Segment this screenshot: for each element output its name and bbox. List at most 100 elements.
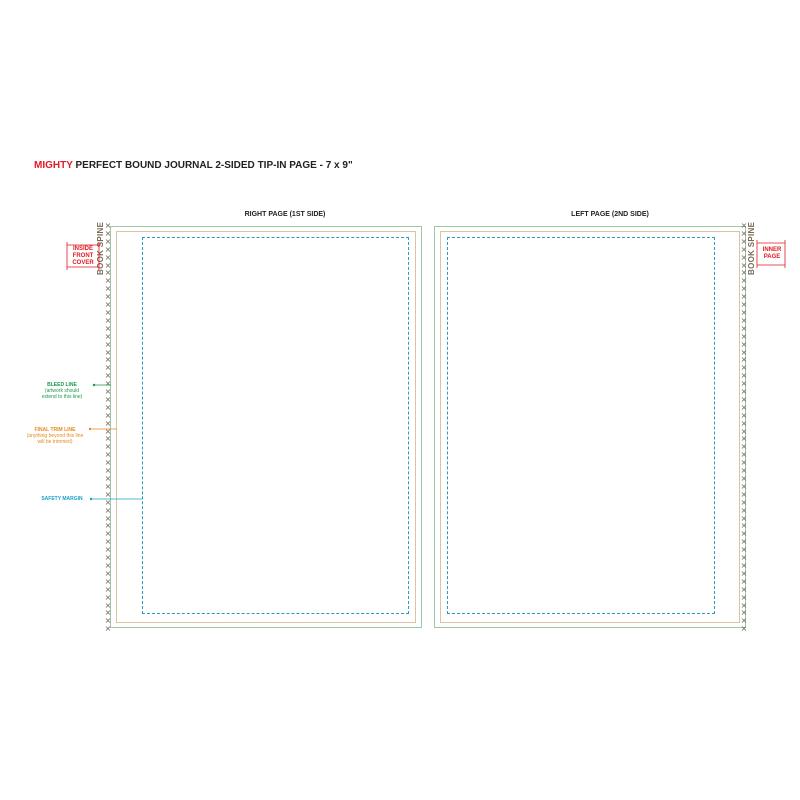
spine-marker: × <box>740 292 748 302</box>
spine-marker: × <box>740 434 748 444</box>
spine-marker: × <box>740 481 748 491</box>
spine-marker: × <box>740 221 748 230</box>
spine-marker: × <box>740 600 748 610</box>
spine-marker: × <box>740 616 748 626</box>
bleed-line-pointer <box>92 383 111 387</box>
spine-marker: × <box>104 553 112 563</box>
spine-marker: × <box>104 458 112 468</box>
spine-marker: × <box>104 260 112 270</box>
spine-marker: × <box>104 426 112 436</box>
spine-marker: × <box>104 394 112 404</box>
spine-marker: × <box>740 624 748 634</box>
spine-marker: × <box>740 260 748 270</box>
spine-marker: × <box>104 323 112 333</box>
spine-marker: × <box>740 394 748 404</box>
spine-marker: × <box>104 292 112 302</box>
spine-marker: × <box>104 371 112 381</box>
spine-marker: × <box>740 545 748 555</box>
spine-marker: × <box>740 592 748 602</box>
bleed-line-note: extend to this line) <box>41 394 83 400</box>
spine-marker: × <box>740 387 748 397</box>
spine-marker: × <box>740 537 748 547</box>
spine-marker: × <box>740 339 748 349</box>
spine-marker: × <box>104 584 112 594</box>
spine-marker: × <box>104 379 112 389</box>
spine-marker: × <box>104 315 112 325</box>
spine-marker: × <box>740 474 748 483</box>
spine-marker: × <box>104 466 112 476</box>
spine-marker: × <box>740 458 748 468</box>
spine-marker: × <box>740 584 748 594</box>
bleed-line-note: (artwork should <box>44 388 80 394</box>
spine-marker: × <box>740 426 748 436</box>
left-page-bleed-line <box>434 226 746 628</box>
spine-marker: × <box>104 387 112 397</box>
spine-marker: × <box>104 505 112 515</box>
spine-marker: × <box>740 268 748 278</box>
title-product: PERFECT BOUND JOURNAL <box>75 160 213 171</box>
spine-marker: × <box>104 221 112 230</box>
spine-marker: × <box>104 347 112 357</box>
spine-marker: × <box>104 481 112 491</box>
title-size: TIP-IN PAGE - 7 x 9" <box>257 160 353 171</box>
spine-marker: × <box>104 608 112 618</box>
right-page-trim-line <box>116 231 416 623</box>
trim-line-pointer <box>88 427 117 431</box>
spine-marker: × <box>740 466 748 476</box>
callout-line: FRONT <box>72 253 94 259</box>
spine-marker: × <box>104 529 112 539</box>
left-page-trim-line <box>440 231 740 623</box>
inner-page-bracket <box>756 240 786 268</box>
spine-marker: × <box>104 252 112 262</box>
spine-marker: × <box>104 228 112 238</box>
trim-line-note: will be trimmed) <box>37 439 73 445</box>
spine-marker: × <box>104 284 112 294</box>
right-page-safety-margin <box>142 237 409 614</box>
brand-name: MIGHTY <box>34 160 73 171</box>
spine-marker: × <box>740 363 748 373</box>
spine-marker: × <box>104 474 112 483</box>
spine-marker: × <box>104 568 112 578</box>
spine-marker: × <box>740 252 748 262</box>
callout-line: COVER <box>72 260 94 266</box>
spine-marker: × <box>104 410 112 420</box>
spine-marker: × <box>740 560 748 570</box>
safety-margin-legend: SAFETY MARGIN <box>34 496 90 502</box>
spine-marker: × <box>740 497 748 507</box>
spine-marker: × <box>104 489 112 499</box>
spine-marker: × <box>104 497 112 507</box>
spine-marker: × <box>740 513 748 523</box>
right-page-bleed-line <box>110 226 422 628</box>
right-page-label: RIGHT PAGE (1ST SIDE) <box>244 211 326 218</box>
spine-marker: × <box>104 592 112 602</box>
spine-marker: × <box>104 276 112 286</box>
safety-margin-title: SAFETY MARGIN <box>41 496 83 502</box>
callout-line: PAGE <box>763 254 781 260</box>
inner-page-callout: INNER PAGE <box>757 247 787 261</box>
spine-marker: × <box>104 521 112 531</box>
title-sided: 2-SIDED <box>215 160 255 171</box>
spine-marker: × <box>104 624 112 634</box>
spine-marker: × <box>740 553 748 563</box>
spine-marker: × <box>104 402 112 412</box>
inside-front-cover-callout: INSIDE FRONT COVER <box>66 246 100 267</box>
callout-line: INNER <box>762 247 782 253</box>
spine-marker: × <box>104 450 112 460</box>
safety-margin-pointer <box>89 497 143 501</box>
spine-marker: × <box>104 236 112 246</box>
spine-marker: × <box>740 489 748 499</box>
bleed-line-title: BLEED LINE <box>47 382 77 388</box>
spine-marker: × <box>104 560 112 570</box>
left-page-label: LEFT PAGE (2ND SIDE) <box>571 211 649 218</box>
spine-marker: × <box>740 568 748 578</box>
spine-marker: × <box>104 331 112 341</box>
spine-marker: × <box>740 410 748 420</box>
spine-marker: × <box>740 521 748 531</box>
book-spine-label-right: BOOK SPINE <box>747 221 756 275</box>
spine-marker: × <box>740 402 748 412</box>
spine-marker: × <box>740 323 748 333</box>
callout-line: INSIDE <box>72 246 93 252</box>
page-title: MIGHTY PERFECT BOUND JOURNAL 2-SIDED TIP… <box>34 160 353 171</box>
spine-marker: × <box>104 355 112 365</box>
spine-marker-column-right: ××××××××××××××××××××××××××××××××××××××××… <box>740 222 748 633</box>
